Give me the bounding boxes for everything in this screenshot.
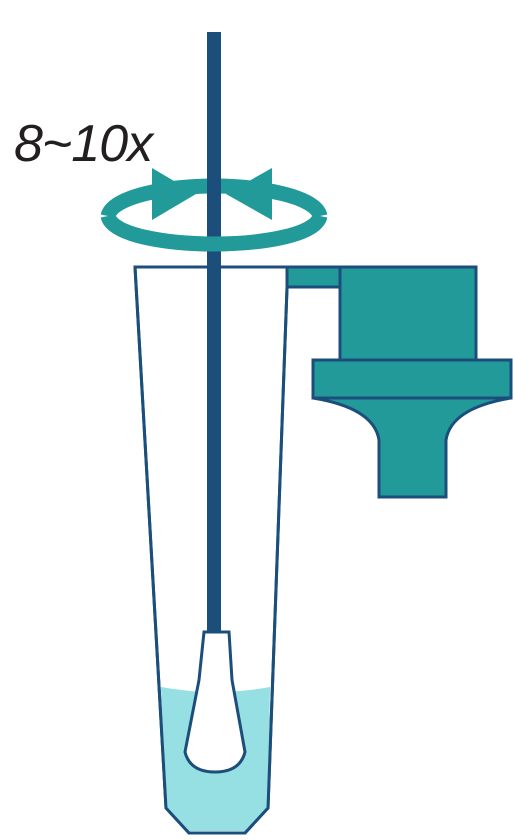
rotation-ring-front — [100, 213, 328, 252]
dropper-cap-icon — [285, 265, 513, 499]
cap-nozzle — [312, 396, 512, 499]
cap-top-block — [338, 265, 478, 364]
rotation-arrowhead-right — [226, 168, 272, 220]
rotation-arrow-front — [100, 168, 328, 252]
cap-connector — [285, 265, 344, 289]
swab-stick-icon — [183, 32, 247, 774]
rotation-arrowhead-left — [152, 168, 196, 220]
swab-head — [183, 630, 247, 774]
rotation-count-label: 8~10x — [14, 115, 153, 173]
cap-flange — [311, 358, 513, 400]
swab-stick — [207, 32, 221, 632]
